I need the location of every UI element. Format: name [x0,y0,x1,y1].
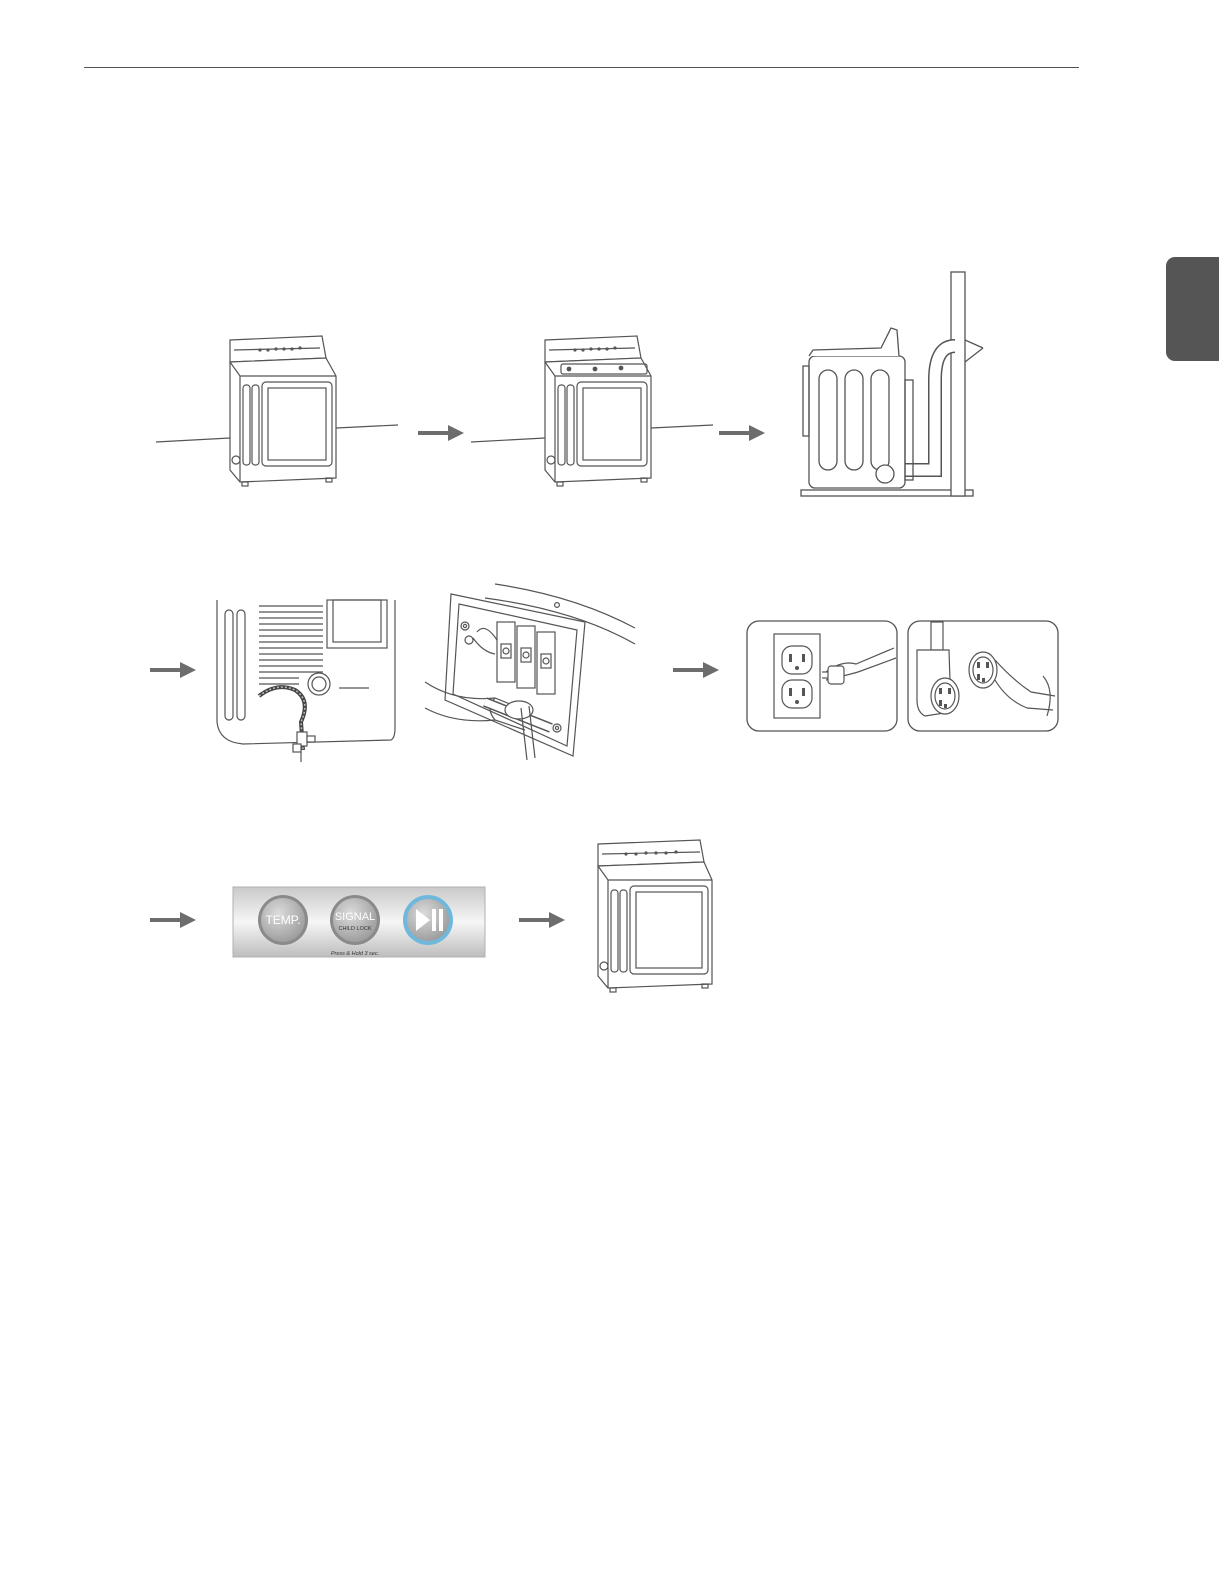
step-arrow-4 [673,660,721,680]
step-arrow-2 [719,423,767,443]
terminal-block-figure [425,582,635,762]
step-arrow-5 [150,910,198,930]
start-pause-button[interactable] [403,895,453,945]
dryer-finished-figure [590,838,720,998]
signal-button-label: SIGNAL [335,911,375,923]
step-arrow-3 [150,660,198,680]
temp-button-label: TEMP. [265,913,300,927]
four-prong-outlet-figure [907,620,1059,732]
temp-button[interactable]: TEMP. [258,895,308,945]
section-edge-tab [1166,257,1219,361]
control-panel-figure: TEMP. SIGNAL CHILD LOCK Press & Hold 3 s… [233,885,485,959]
step-arrow-6 [519,910,567,930]
hold-note: Press & Hold 3 sec. [331,951,379,957]
step-arrow-1 [418,423,466,443]
dryer-adjust-figure [465,330,725,500]
dryer-rear-hose-figure [215,600,400,765]
three-prong-outlet-figure [746,620,898,732]
dryer-exhaust-duct-figure [795,270,995,506]
signal-button[interactable]: SIGNAL CHILD LOCK [330,895,380,945]
header-rule [84,67,1079,68]
dryer-level-floor-figure [150,330,410,500]
child-lock-label: CHILD LOCK [338,926,371,932]
